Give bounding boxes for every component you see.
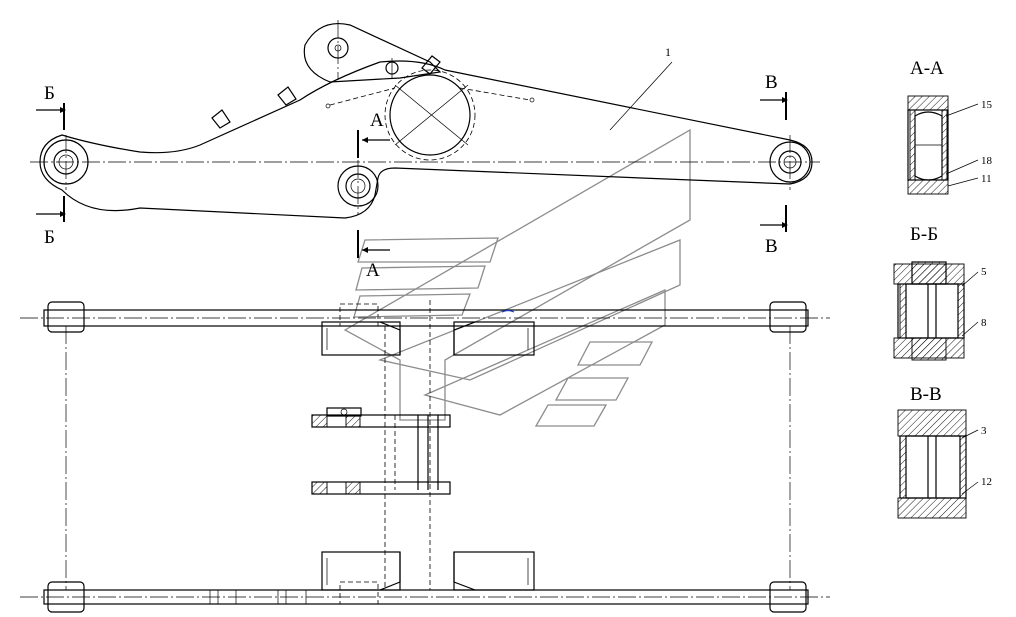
section-label-v-top: В [765,72,778,93]
callout-3: 3 [981,425,987,437]
labels: 1 Б Б В В А А А-А Б-Б В-В 15 18 11 5 8 3… [44,45,993,488]
section-label-b-top: Б [44,83,55,104]
callout-1: 1 [665,45,671,59]
callout-5: 5 [981,266,987,278]
section-title-bb: Б-Б [910,224,938,245]
stylized-wing-logo-icon [343,128,691,427]
section-bb-view [893,261,979,361]
callout-11: 11 [981,173,992,185]
section-aa-view [907,95,979,195]
section-label-a-bottom: А [366,260,380,281]
section-mark-v-right [760,92,788,232]
section-mark-a-middle [357,130,390,258]
section-label-v-bottom: В [765,236,778,257]
callout-15: 15 [981,99,993,111]
callout-8: 8 [981,317,987,329]
section-label-a-top: А [370,110,384,131]
boom-frame-plan-view [20,300,830,613]
section-title-vv: В-В [910,384,942,405]
section-vv-view [897,409,979,519]
boom-arm-side-view [30,20,820,219]
callout-12: 12 [981,476,992,488]
section-title-aa: А-А [910,58,944,79]
section-label-b-bottom: Б [44,227,55,248]
section-mark-b-left [36,103,66,222]
callout-18: 18 [981,155,993,167]
